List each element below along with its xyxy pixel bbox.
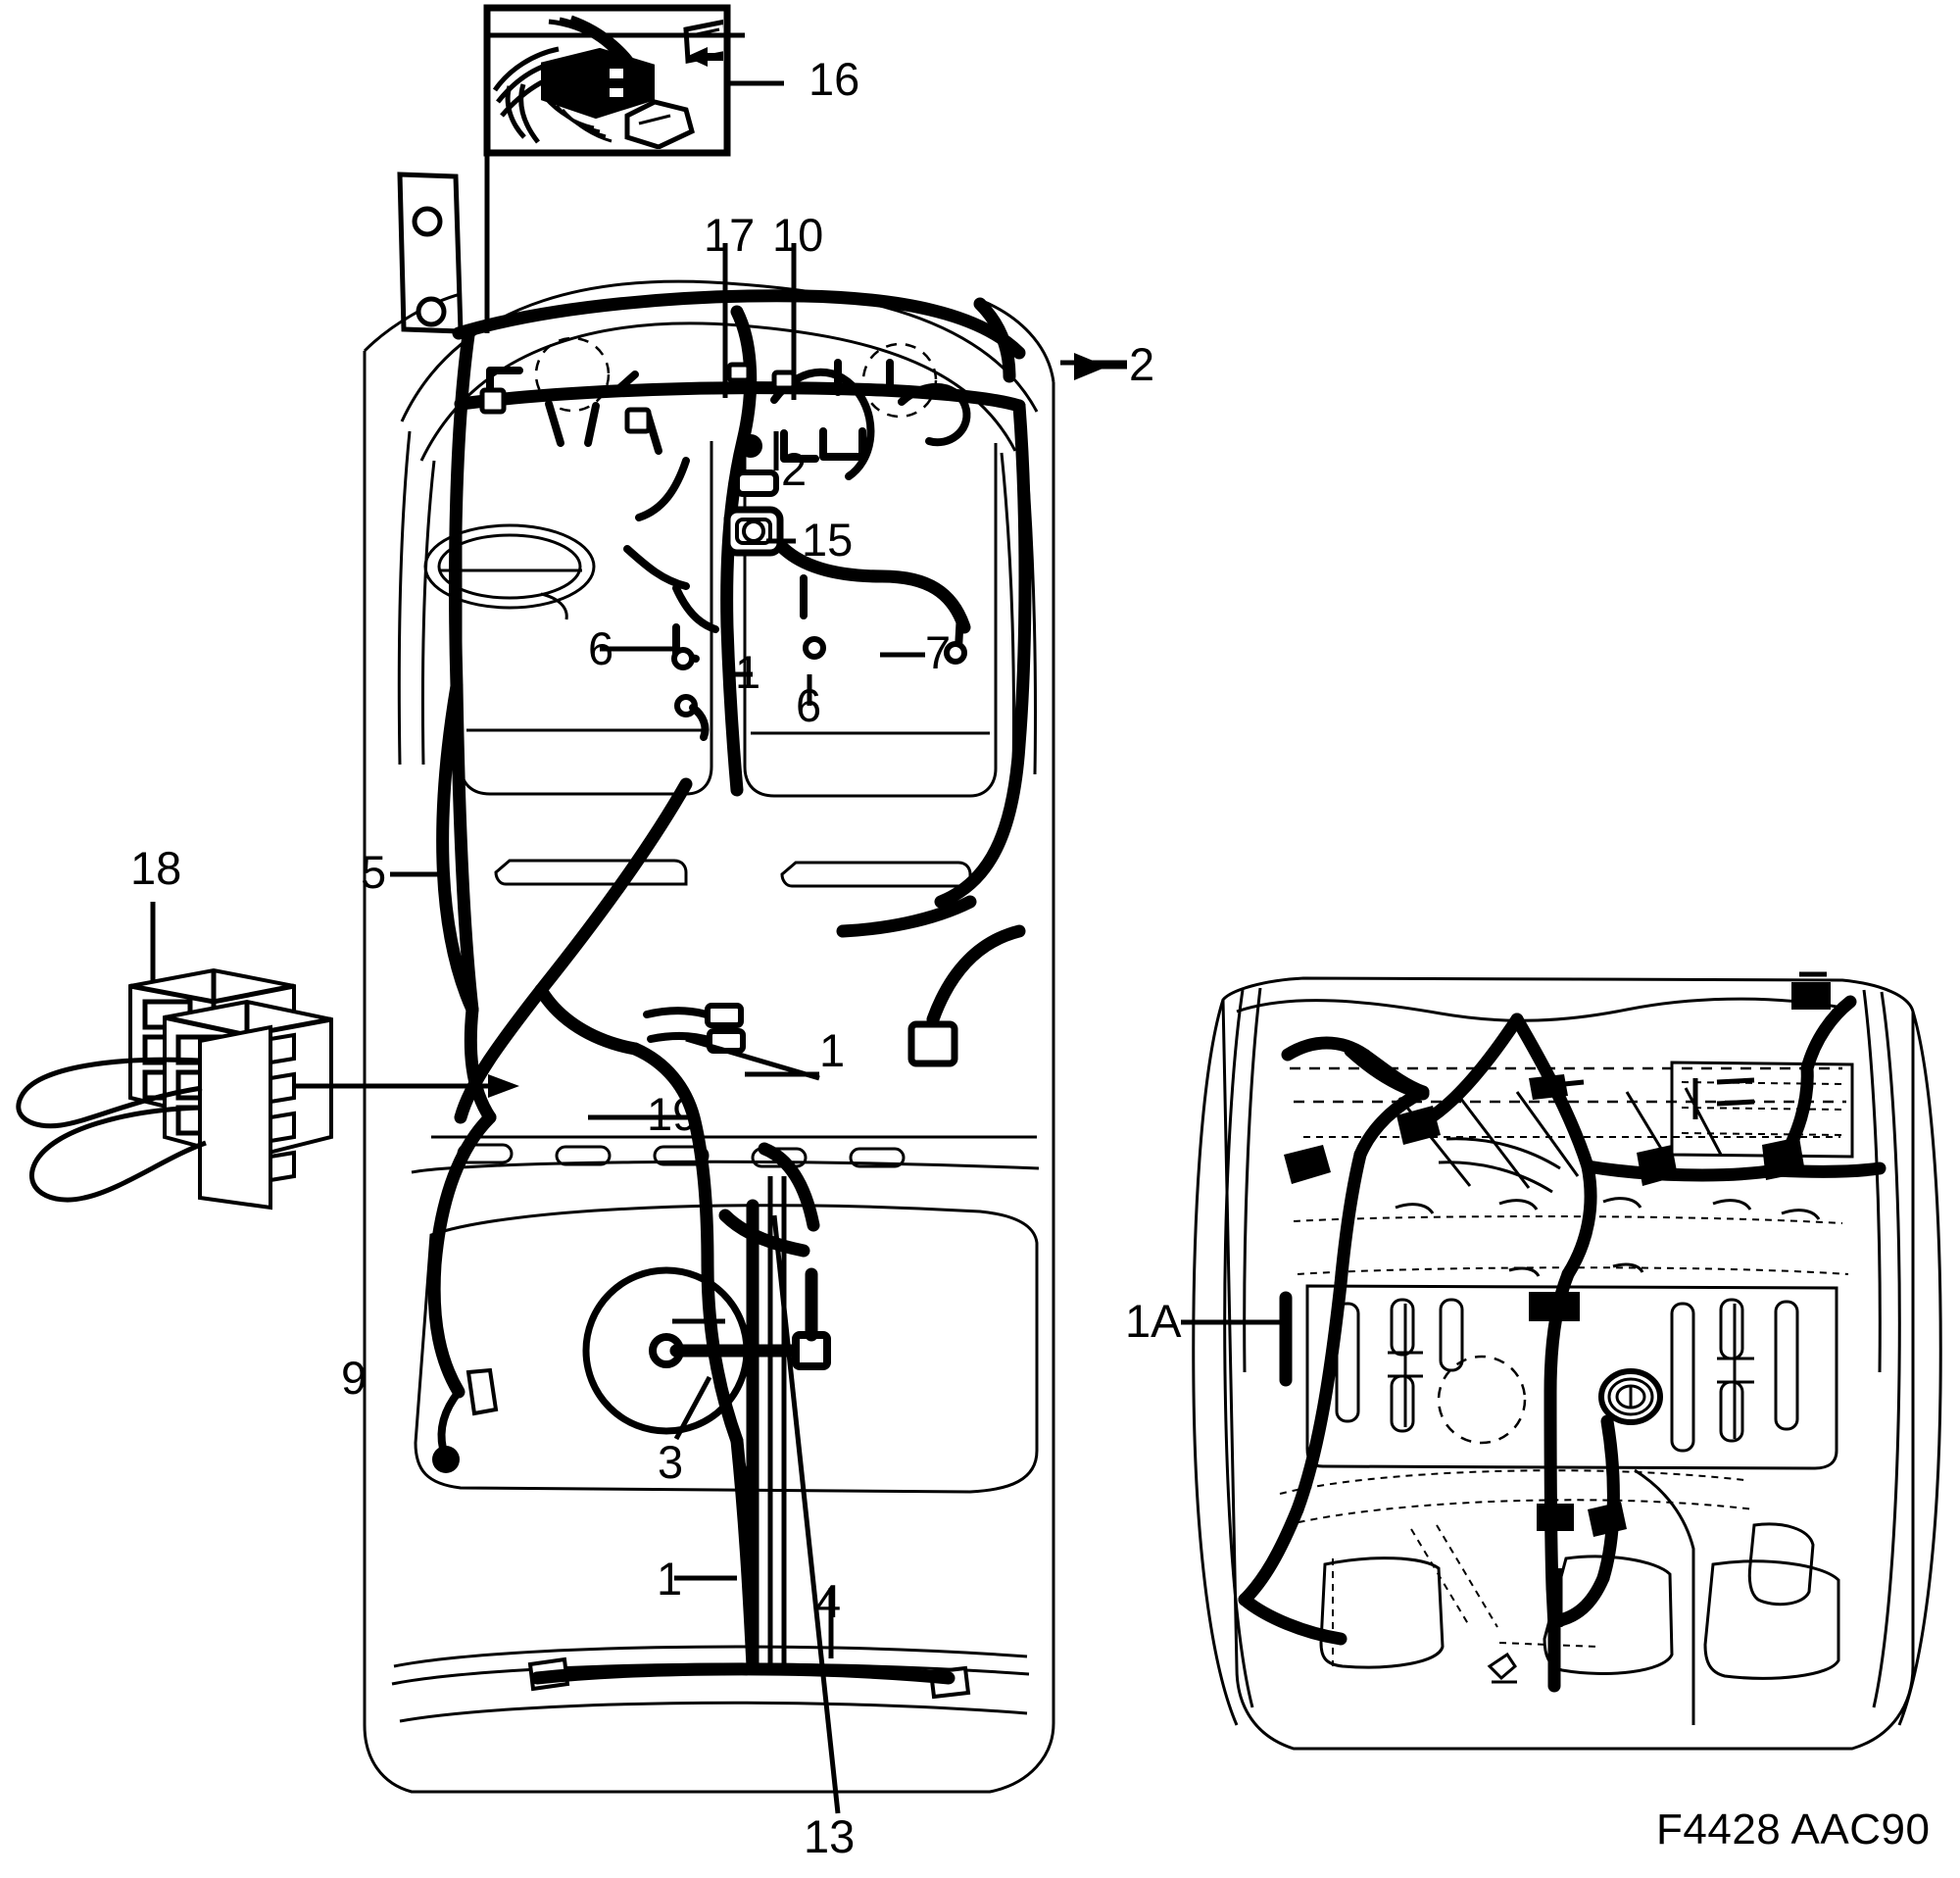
tailgate-view bbox=[1181, 971, 1942, 1751]
callout-19: 19 bbox=[647, 1088, 699, 1140]
callout-7: 7 bbox=[925, 626, 952, 678]
callout-4: 4 bbox=[815, 1575, 842, 1627]
callout-6-left: 6 bbox=[588, 622, 614, 674]
callout-5: 5 bbox=[361, 846, 387, 898]
callout-10: 10 bbox=[772, 209, 824, 261]
panel-fasteners-left bbox=[1335, 1298, 1464, 1433]
panel-fasteners-right bbox=[1670, 1298, 1799, 1453]
grommet bbox=[723, 506, 784, 557]
figure-code: F4428 AAC90 bbox=[1656, 1805, 1931, 1853]
callout-1A: 1A bbox=[1125, 1295, 1182, 1347]
callout-2-mid: 2 bbox=[781, 443, 808, 495]
detail-inset-box bbox=[483, 4, 745, 333]
connector-part-18 bbox=[16, 902, 519, 1211]
callout-13: 13 bbox=[804, 1810, 856, 1862]
callout-9-main: 9 bbox=[341, 1352, 368, 1404]
callout-1-bottom: 1 bbox=[657, 1553, 683, 1605]
callout-17: 17 bbox=[704, 209, 756, 261]
callout-15: 15 bbox=[802, 514, 854, 566]
callout-3: 3 bbox=[658, 1436, 684, 1488]
harness-clips bbox=[1284, 971, 1831, 1537]
hinge-bracket bbox=[397, 172, 464, 334]
callout-1-mid: 1 bbox=[819, 1024, 846, 1076]
callout-2-right: 2 bbox=[1129, 338, 1155, 390]
callout-1-center: 1 bbox=[735, 646, 761, 698]
callout-18: 18 bbox=[130, 842, 182, 894]
lamp-symbol bbox=[1598, 1368, 1663, 1425]
callout-leaders bbox=[390, 243, 1127, 1658]
harness-main bbox=[427, 289, 1032, 1814]
callout-16: 16 bbox=[808, 53, 860, 105]
callout-6-right: 6 bbox=[796, 679, 822, 731]
main-body-outline bbox=[363, 279, 1055, 1794]
